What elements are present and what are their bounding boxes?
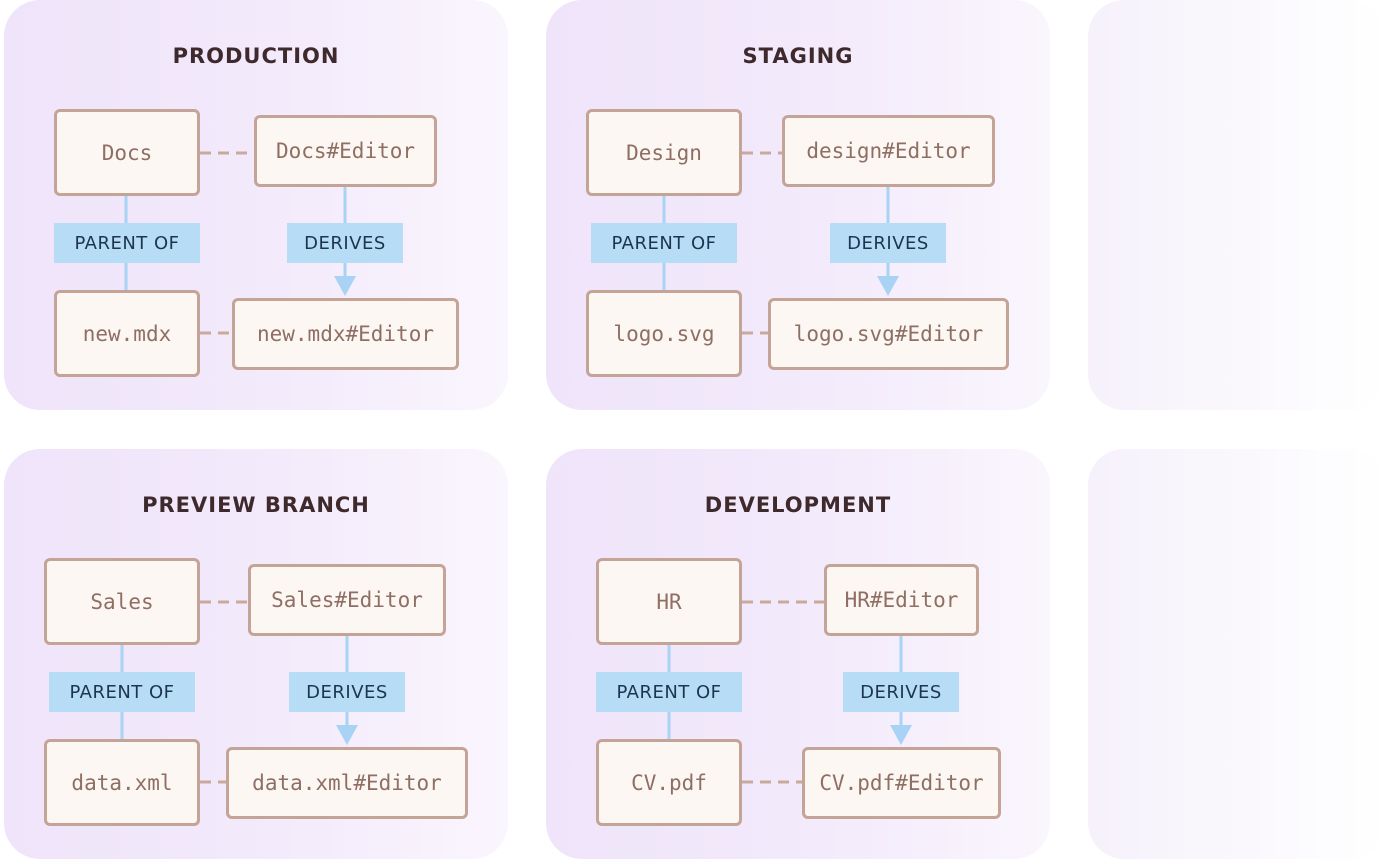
- parent-node: Docs: [54, 109, 200, 196]
- parent-node: Sales: [44, 558, 200, 645]
- child-editor-node: new.mdx#Editor: [232, 298, 459, 370]
- child-editor-node: CV.pdf#Editor: [802, 747, 1001, 819]
- derives-label: DERIVES: [289, 672, 405, 712]
- derives-arrowhead: [890, 725, 912, 745]
- parent-of-label: PARENT OF: [596, 672, 742, 712]
- empty-panel-top: [1088, 0, 1386, 410]
- child-node: new.mdx: [54, 290, 200, 377]
- parent-of-label: PARENT OF: [591, 223, 737, 263]
- panel-title: STAGING: [742, 44, 854, 68]
- panel-title: PREVIEW BRANCH: [142, 493, 370, 517]
- child-node: data.xml: [44, 739, 200, 826]
- environment-panel-preview-branch: PREVIEW BRANCH Sales Sales#Editor data.x…: [4, 449, 508, 859]
- environment-panel-production: PRODUCTION Docs Docs#Editor new.mdx new.…: [4, 0, 508, 410]
- parent-node: Design: [586, 109, 742, 196]
- parent-editor-node: design#Editor: [782, 115, 995, 187]
- parent-of-label: PARENT OF: [54, 223, 200, 263]
- parent-editor-node: HR#Editor: [824, 564, 979, 636]
- parent-editor-node: Docs#Editor: [254, 115, 437, 187]
- environment-panel-staging: STAGING Design design#Editor logo.svg lo…: [546, 0, 1050, 410]
- derives-arrowhead: [877, 276, 899, 296]
- empty-panel-bottom: [1088, 449, 1386, 859]
- derives-label: DERIVES: [287, 223, 403, 263]
- parent-of-label: PARENT OF: [49, 672, 195, 712]
- derives-arrowhead: [334, 276, 356, 296]
- panel-title: DEVELOPMENT: [704, 493, 892, 517]
- derives-label: DERIVES: [830, 223, 946, 263]
- derives-label: DERIVES: [843, 672, 959, 712]
- environment-panel-development: DEVELOPMENT HR HR#Editor CV.pdf CV.pdf#E…: [546, 449, 1050, 859]
- child-node: logo.svg: [586, 290, 742, 377]
- parent-editor-node: Sales#Editor: [248, 564, 446, 636]
- derives-arrowhead: [336, 725, 358, 745]
- child-editor-node: logo.svg#Editor: [768, 298, 1009, 370]
- child-editor-node: data.xml#Editor: [226, 747, 468, 819]
- panel-title: PRODUCTION: [172, 44, 340, 68]
- parent-node: HR: [596, 558, 742, 645]
- child-node: CV.pdf: [596, 739, 742, 826]
